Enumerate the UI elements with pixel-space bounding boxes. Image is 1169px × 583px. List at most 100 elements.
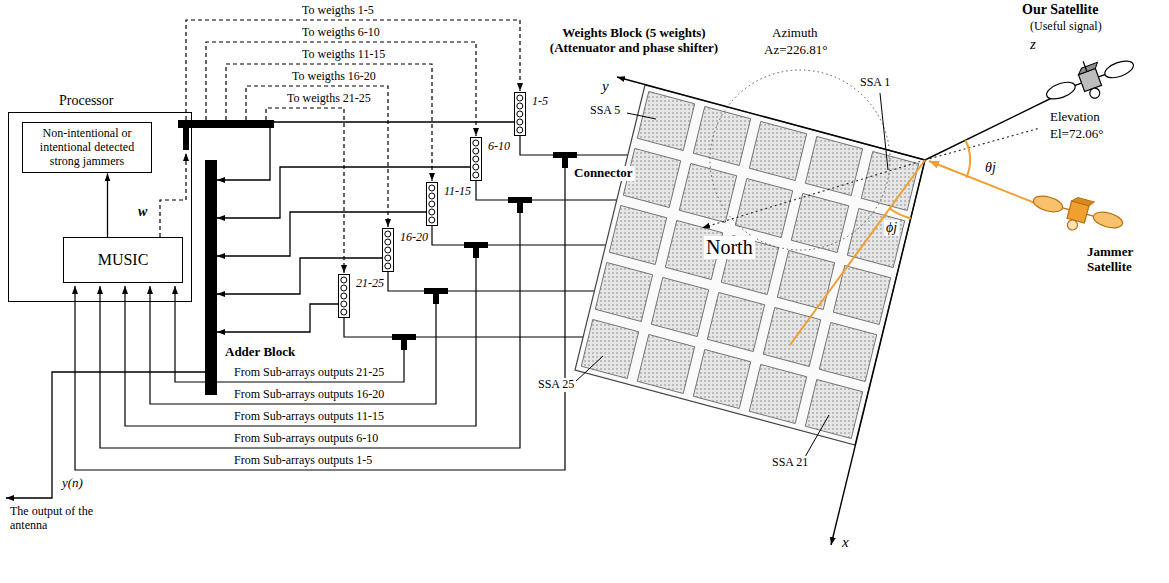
sub-array-wire bbox=[416, 336, 583, 337]
connector-symbol bbox=[473, 248, 479, 258]
weighted-signal-arrow bbox=[217, 212, 426, 256]
node-heading: Adder Block bbox=[223, 345, 297, 360]
node-text: MUSIC bbox=[98, 251, 149, 269]
weight-element bbox=[429, 193, 435, 199]
music-input-wire bbox=[150, 286, 436, 404]
axis-label: z bbox=[1028, 36, 1038, 53]
jammer-satellite-part bbox=[1032, 193, 1065, 214]
sub-array-cell bbox=[581, 319, 638, 378]
weight-control-lines-part bbox=[160, 153, 186, 237]
weight-element bbox=[385, 247, 391, 253]
weight-bus-stem bbox=[183, 128, 189, 150]
sub-array-wire bbox=[577, 154, 628, 155]
jammer-satellite bbox=[1029, 187, 1126, 243]
connector-symbol bbox=[424, 288, 448, 294]
connector-label: Connector bbox=[572, 166, 635, 181]
weight-element bbox=[473, 148, 479, 154]
weight-element bbox=[517, 119, 523, 125]
angle-value: El=72.06° bbox=[1048, 127, 1105, 142]
music-box: MUSIC bbox=[63, 237, 183, 283]
node-heading: 11-15 bbox=[442, 185, 473, 199]
axis-label: y bbox=[600, 78, 611, 95]
signal-name: y(n) bbox=[60, 476, 85, 491]
weight-element bbox=[473, 156, 479, 162]
connector-symbol bbox=[392, 334, 416, 340]
weight-element bbox=[517, 103, 523, 109]
weight-control-lines-part bbox=[186, 20, 520, 120]
sub-array-label: SSA 5 bbox=[588, 104, 622, 118]
weight-bus-bar bbox=[178, 120, 274, 128]
weight-element bbox=[429, 217, 435, 223]
sub-array-label: SSA 21 bbox=[770, 456, 810, 470]
satellite-name: Jammer Satellite bbox=[1085, 245, 1159, 275]
sub-array-cell bbox=[749, 364, 806, 423]
sub-array-cell bbox=[819, 322, 876, 381]
weight-control-lines-part bbox=[246, 86, 388, 227]
connector-symbol bbox=[508, 197, 532, 203]
antenna-array bbox=[575, 85, 925, 445]
sub-array-cell bbox=[637, 91, 694, 150]
weight-element bbox=[473, 172, 479, 178]
adder-block: Adder Block bbox=[205, 160, 217, 395]
useful-satellite-part bbox=[1083, 61, 1087, 71]
music-input-wire bbox=[125, 258, 476, 426]
angle-name: Elevation bbox=[1048, 110, 1102, 125]
direction-label: North bbox=[704, 236, 755, 259]
jammer-geometry bbox=[790, 140, 1045, 345]
leader-lines-part bbox=[575, 356, 603, 382]
weighted-signal-arrow bbox=[217, 122, 514, 180]
output-label: The output of the antenna bbox=[8, 505, 112, 533]
control-line-label: To weigths 6-10 bbox=[300, 26, 382, 40]
sub-array-cell bbox=[847, 208, 904, 267]
weight-element bbox=[385, 239, 391, 245]
control-line-label: To weigths 11-15 bbox=[300, 48, 387, 62]
weight-control-lines-part bbox=[266, 108, 344, 273]
weight-element bbox=[341, 309, 347, 315]
jammer-satellite-part bbox=[1072, 196, 1095, 207]
weight-element bbox=[517, 127, 523, 133]
antenna-output-line bbox=[6, 372, 205, 498]
control-line-label: To weigths 1-5 bbox=[300, 4, 376, 18]
jammer-geometry-part bbox=[890, 209, 911, 219]
weight-input-wire bbox=[432, 226, 464, 245]
jammer-geometry-part bbox=[965, 140, 970, 178]
weight-element bbox=[385, 255, 391, 261]
sub-array-label: SSA 1 bbox=[858, 76, 892, 90]
sub-array-wire bbox=[532, 199, 617, 200]
weight-element bbox=[473, 164, 479, 170]
signal-name: w bbox=[136, 204, 149, 220]
satellite-name: Our Satellite bbox=[1020, 2, 1100, 18]
sub-array-cell bbox=[609, 205, 666, 264]
jammer-satellite-part bbox=[1092, 209, 1125, 230]
weight-element bbox=[341, 293, 347, 299]
sub-array-cell bbox=[791, 193, 848, 252]
weight-input-wire bbox=[476, 181, 508, 200]
weights-block: 16-20 bbox=[382, 228, 394, 272]
weight-input-wire bbox=[344, 318, 392, 337]
weight-element bbox=[341, 301, 347, 307]
weight-element bbox=[517, 95, 523, 101]
connector-symbol bbox=[517, 203, 523, 213]
angle-name: Azimuth bbox=[770, 26, 820, 41]
sub-array-cell bbox=[777, 250, 834, 309]
weights-block-caption: Weights Block (5 weights) (Attenuator an… bbox=[532, 26, 736, 56]
wire-label: From Sub-arrays outputs 11-15 bbox=[232, 410, 386, 424]
sub-array-cell bbox=[679, 163, 736, 222]
connector-symbol bbox=[562, 158, 568, 168]
connector-symbol bbox=[433, 294, 439, 304]
node-heading: 16-20 bbox=[398, 231, 430, 245]
sub-array-label: SSA 25 bbox=[536, 378, 576, 392]
weight-elements bbox=[471, 138, 481, 180]
useful-satellite-part bbox=[1103, 58, 1136, 81]
sub-array-wire bbox=[448, 290, 594, 291]
node-heading: 21-25 bbox=[354, 277, 386, 291]
sub-array-cell bbox=[693, 349, 750, 408]
angle-symbol: ϕj bbox=[884, 220, 899, 236]
weight-element bbox=[429, 185, 435, 191]
connector-symbol bbox=[401, 340, 407, 350]
sub-array-cell bbox=[805, 379, 862, 438]
